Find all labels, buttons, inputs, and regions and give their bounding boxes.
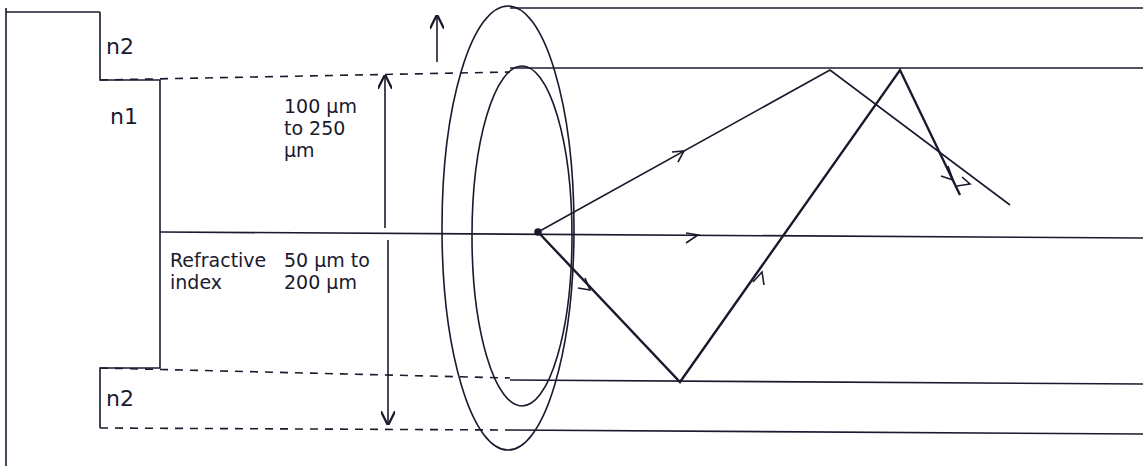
light-ray (538, 70, 960, 382)
core-edge (510, 380, 1143, 384)
index-label: n1 (108, 104, 140, 129)
dimension-arrow (436, 16, 438, 62)
dimension-label: 100 µm to 250 µm (282, 96, 376, 162)
index-label: n2 (104, 386, 136, 411)
fiber-axis (160, 232, 1143, 238)
frame-line (5, 8, 7, 466)
core-edge (510, 67, 1143, 69)
frame-line (6, 11, 100, 13)
index-profile (100, 12, 160, 428)
cladding-edge (510, 430, 1143, 434)
core-face (472, 66, 572, 406)
cladding-edge (510, 7, 1143, 9)
ray-arrow (578, 151, 970, 290)
dimension-label: 50 µm to 200 µm (282, 250, 376, 294)
dimension-arrow (387, 240, 389, 424)
axis-label: Refractive index (168, 250, 282, 294)
dimension-arrow (384, 76, 386, 228)
cladding-face (442, 6, 574, 450)
index-label: n2 (104, 34, 136, 59)
